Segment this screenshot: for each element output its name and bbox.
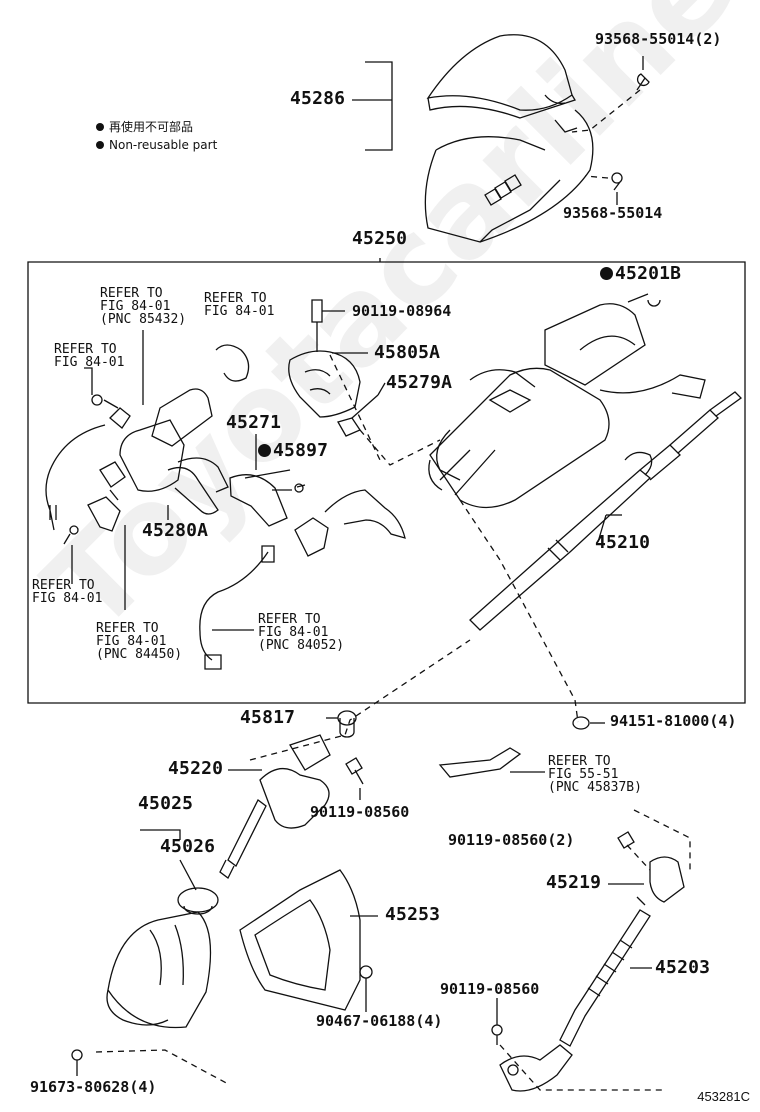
legend-ja: 再使用不可部品 (109, 120, 194, 134)
assembly-frame (27, 258, 746, 704)
part-label-45219: 45219 (546, 872, 602, 893)
boot-45025 (106, 887, 219, 1029)
part-label-45201B: 45201B (600, 265, 681, 283)
legend: 再使用不可部品 Non-reusable part (96, 118, 217, 155)
part-label-93568-55014: 93568-55014 (563, 204, 663, 222)
refer-note-fig84-top: REFER TO FIG 84-01 (204, 291, 275, 319)
non-reusable-dot-icon (96, 141, 104, 149)
leader-45286 (365, 61, 393, 151)
bearing-45817 (337, 710, 357, 738)
shaft-45210 (469, 391, 743, 631)
refer-note-84052: REFER TO FIG 84-01 (PNC 84052) (258, 612, 345, 653)
part-label-90119-08560-a: 90119-08560 (310, 803, 410, 821)
column-cover-45286 (424, 34, 594, 243)
part-label-45250: 45250 (352, 228, 408, 249)
bracket-45279A (337, 417, 361, 437)
shaft-45203 (499, 896, 651, 1092)
figure-number: 453281C (697, 1089, 750, 1104)
part-label-45220: 45220 (168, 758, 224, 779)
screw-93568-a (636, 73, 650, 91)
clamp-45805A (288, 350, 361, 418)
joint-45219 (617, 831, 685, 903)
part-label-45897: 45897 (258, 442, 328, 460)
nut-94151 (572, 716, 590, 730)
legend-en: Non-reusable part (109, 138, 218, 152)
refer-note-84450: REFER TO FIG 84-01 (PNC 84450) (96, 621, 183, 662)
part-label-90119-08560-2: 90119-08560(2) (448, 831, 575, 849)
part-label-94151-81000-4: 94151-81000(4) (610, 712, 737, 730)
part-label-45817: 45817 (240, 707, 296, 728)
part-label-45026: 45026 (160, 836, 216, 857)
part-label-45286: 45286 (290, 88, 346, 109)
non-reusable-dot-icon (258, 444, 271, 457)
non-reusable-dot-icon (96, 122, 104, 131)
part-label-45279A: 45279A (386, 372, 453, 393)
part-label-45271: 45271 (226, 412, 282, 433)
part-label-45210: 45210 (595, 532, 651, 553)
column-assembly-45250 (428, 293, 706, 509)
refer-note-fig84-left: REFER TO FIG 84-01 (54, 342, 125, 370)
ignition-lock-group (45, 388, 229, 545)
part-label-45025: 45025 (138, 793, 194, 814)
part-label-93568-55014-2: 93568-55014(2) (595, 30, 722, 48)
refer-note-fig84-bottom: REFER TO FIG 84-01 (32, 578, 103, 606)
u-joint-45220 (219, 734, 331, 879)
refer-note-85432: REFER TO FIG 84-01 (PNC 85432) (100, 286, 187, 327)
part-label-90119-08964: 90119-08964 (352, 302, 452, 320)
part-label-45805A: 45805A (374, 342, 441, 363)
part-label-91673-80628-4: 91673-80628(4) (30, 1078, 157, 1096)
part-label-45280A: 45280A (142, 520, 209, 541)
part-label-45253: 45253 (385, 904, 441, 925)
tilt-lever-group (229, 469, 406, 557)
non-reusable-dot-icon (600, 267, 613, 280)
plate-45253 (239, 869, 361, 1011)
part-label-90119-08560-c: 90119-08560 (440, 980, 540, 998)
wire-84052 (199, 551, 269, 661)
part-label-90467-06188-4: 90467-06188(4) (316, 1012, 443, 1030)
part-label-45203: 45203 (655, 957, 711, 978)
bracket-45837B (438, 747, 522, 778)
refer-note-45837B: REFER TO FIG 55-51 (PNC 45837B) (548, 754, 642, 795)
